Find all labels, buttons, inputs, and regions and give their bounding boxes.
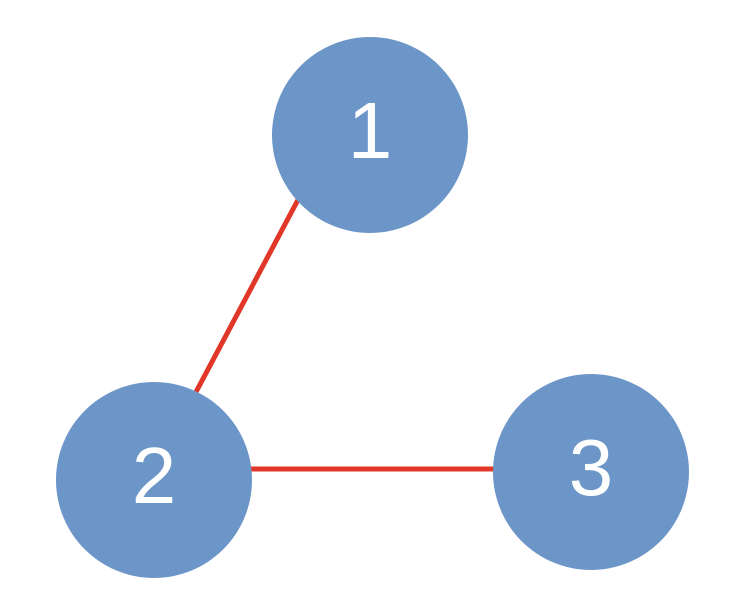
node-3-label: 3	[568, 423, 614, 512]
node-1-label: 1	[347, 86, 393, 175]
graph-node-3: 3	[493, 374, 689, 570]
node-2-label: 2	[131, 431, 177, 520]
graph-node-1: 1	[272, 37, 468, 233]
graph-node-2: 2	[56, 382, 252, 578]
edge-1-2	[193, 194, 303, 394]
